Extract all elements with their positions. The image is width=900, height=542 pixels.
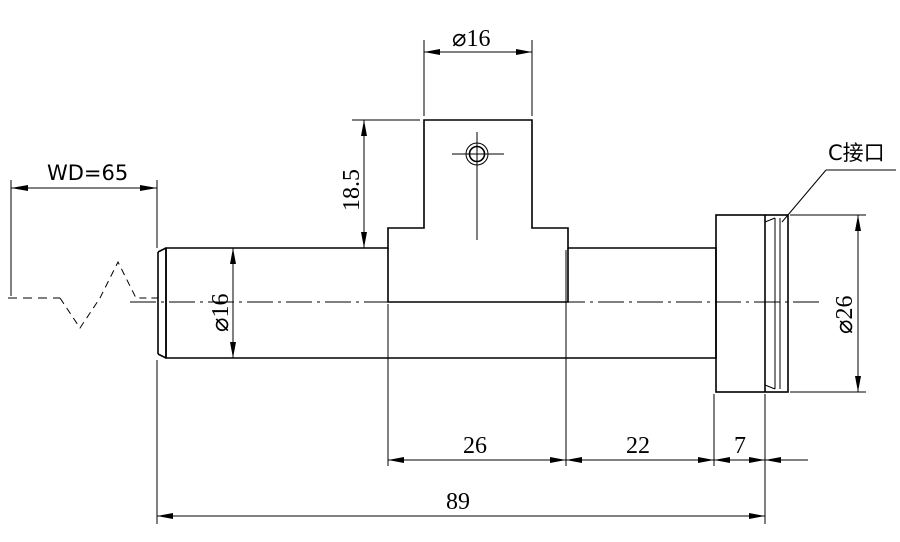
total-length-label: 89 <box>446 489 470 515</box>
c-mount-leader: C接口 <box>781 141 896 223</box>
length-7-label: 7 <box>734 433 746 459</box>
working-distance-break <box>8 260 158 329</box>
wd-dimension: WD=65 <box>10 161 158 296</box>
body-diameter-dimension: ⌀16 <box>208 248 236 358</box>
length-22-label: 22 <box>626 433 650 459</box>
body-diameter-label: ⌀16 <box>208 294 234 332</box>
mount-diameter-dimension: ⌀26 <box>790 214 866 393</box>
total-length-dimension: 89 <box>156 360 765 524</box>
c-mount-ring <box>715 214 789 393</box>
mount-diameter-label: ⌀26 <box>832 296 858 334</box>
lens-tube-body <box>157 119 717 359</box>
mounting-hole <box>452 132 504 240</box>
top-diameter-label: ⌀16 <box>452 26 490 52</box>
wd-label: WD=65 <box>47 161 128 185</box>
block-height-dimension: 18.5 <box>339 119 420 249</box>
length-dimensions: 26 22 7 <box>387 250 808 524</box>
length-26-label: 26 <box>463 433 487 459</box>
top-diameter-dimension: ⌀16 <box>423 26 533 116</box>
c-mount-label: C接口 <box>828 141 885 165</box>
block-height-label: 18.5 <box>339 169 365 211</box>
